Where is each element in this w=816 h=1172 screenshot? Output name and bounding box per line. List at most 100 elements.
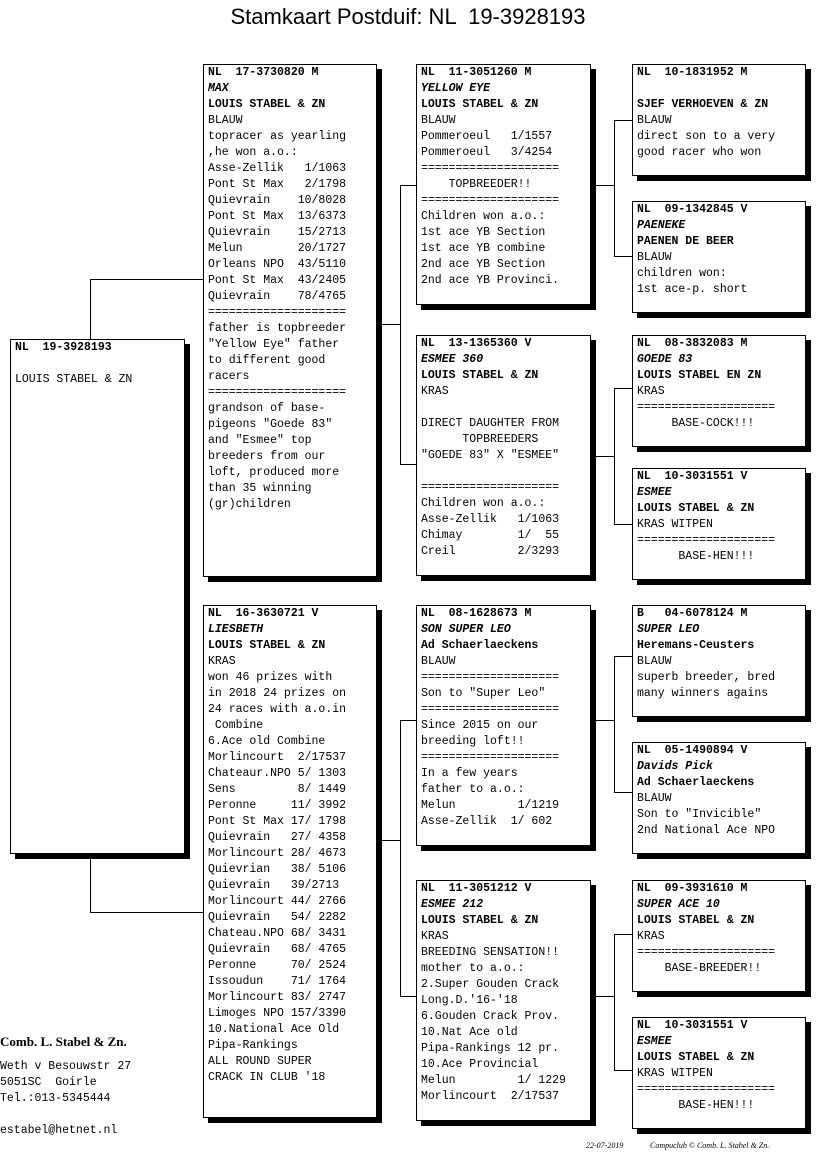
info-line: 6.Ace old Combine bbox=[208, 735, 326, 748]
info-line: TOPBREEDER!! bbox=[421, 178, 532, 191]
breeder-name: Heremans-Ceusters bbox=[637, 639, 755, 652]
info-line: many winners agains bbox=[637, 687, 769, 700]
info-line: father to a.o.: bbox=[421, 783, 525, 796]
info-line: TOPBREEDERS bbox=[421, 433, 539, 446]
ring-number: NL 05-1490894 V bbox=[637, 744, 748, 757]
info-line: Morlincourt 2/17537 bbox=[421, 1090, 560, 1103]
info-line: Asse-Zellik 1/ 602 bbox=[421, 815, 553, 828]
info-line: Melun 20/1727 bbox=[208, 242, 347, 255]
ring-number: NL 19-3928193 bbox=[15, 341, 112, 354]
info-line: 1st ace YB combine bbox=[421, 242, 546, 255]
pigeon-name: ESMEE 360 bbox=[421, 353, 484, 366]
info-line: Creil 2/3293 bbox=[421, 545, 560, 558]
info-line: ==================== bbox=[421, 671, 560, 684]
info-line: ==================== bbox=[421, 481, 560, 494]
ring-number: NL 10-1831952 M bbox=[637, 66, 748, 79]
info-line bbox=[421, 400, 590, 416]
info-line: Peronne 70/ 2524 bbox=[208, 959, 347, 972]
footer-address: Weth v Besouwstr 27 bbox=[0, 1060, 132, 1073]
info-line: BASE-HEN!!! bbox=[637, 550, 755, 563]
breeder-name: Ad Schaerlaeckens bbox=[421, 639, 539, 652]
footer-email[interactable]: estabel@hetnet.nl bbox=[0, 1124, 118, 1137]
info-line: Orleans NPO 43/5110 bbox=[208, 258, 347, 271]
info-line: grandson of base- bbox=[208, 402, 326, 415]
connector bbox=[614, 120, 632, 121]
footer-phone: Tel.:013-5345444 bbox=[0, 1092, 111, 1105]
connector bbox=[400, 720, 417, 721]
breeder-name: PAENEN DE BEER bbox=[637, 235, 734, 248]
info-line: mother to a.o.: bbox=[421, 962, 525, 975]
info-line: KRAS WITPEN bbox=[637, 1067, 713, 1080]
info-line: ==================== bbox=[208, 386, 347, 399]
info-line: topracer as yearling bbox=[208, 130, 347, 143]
info-line: BLAUW bbox=[421, 114, 456, 127]
breeder-name: LOUIS STABEL & ZN bbox=[421, 98, 539, 111]
info-line: Pont St Max 2/1798 bbox=[208, 178, 347, 191]
info-line: BLAUW bbox=[421, 655, 456, 668]
info-line: to different good bbox=[208, 354, 326, 367]
info-line: Pont St Max 43/2405 bbox=[208, 274, 347, 287]
info-line: BLAUW bbox=[637, 114, 672, 127]
info-line: Morlincourt 28/ 4673 bbox=[208, 847, 347, 860]
info-line: KRAS bbox=[421, 930, 449, 943]
info-line: breeding loft!! bbox=[421, 735, 525, 748]
info-line: 6.Gouden Crack Prov. bbox=[421, 1010, 560, 1023]
info-line: Pipa-Rankings bbox=[208, 1039, 298, 1052]
info-line: and "Esmee" top bbox=[208, 434, 312, 447]
info-line: 2nd National Ace NPO bbox=[637, 824, 776, 837]
info-line: Quievrain 68/ 4765 bbox=[208, 943, 347, 956]
pigeon-name bbox=[637, 81, 805, 97]
info-line: Children won a.o.: bbox=[421, 497, 546, 510]
ring-number: NL 10-3031551 V bbox=[637, 1019, 748, 1032]
info-line: ,he won a.o.: bbox=[208, 146, 298, 159]
info-line: BASE-COCK!!! bbox=[637, 417, 755, 430]
info-line: good racer who won bbox=[637, 146, 762, 159]
info-line: KRAS bbox=[208, 655, 236, 668]
info-line: BASE-HEN!!! bbox=[637, 1099, 755, 1112]
connector bbox=[400, 720, 401, 996]
breeder-name: LOUIS STABEL & ZN bbox=[637, 914, 755, 927]
connector bbox=[400, 996, 417, 997]
info-line: ==================== bbox=[637, 401, 776, 414]
info-line: 10.Nat Ace old bbox=[421, 1026, 518, 1039]
pigeon-name: ESMEE bbox=[637, 486, 672, 499]
info-line: Quievrain 27/ 4358 bbox=[208, 831, 347, 844]
connector bbox=[90, 854, 91, 912]
info-line: BLAUW bbox=[637, 251, 672, 264]
ring-number: B 04-6078124 M bbox=[637, 607, 748, 620]
info-line: KRAS WITPEN bbox=[637, 518, 713, 531]
connector bbox=[614, 388, 632, 389]
pigeon-name: GOEDE 83 bbox=[637, 353, 693, 366]
info-line: ==================== bbox=[208, 306, 347, 319]
breeder-name: LOUIS STABEL EN ZN bbox=[637, 369, 762, 382]
info-line: Combine bbox=[208, 719, 264, 732]
info-line: 10.Ace Provincial bbox=[421, 1058, 539, 1071]
info-line: ==================== bbox=[421, 162, 560, 175]
info-line: LOUIS STABEL & ZN bbox=[15, 373, 133, 386]
info-line: Quievrain 78/4765 bbox=[208, 290, 347, 303]
info-line: Quievrian 38/ 5106 bbox=[208, 863, 347, 876]
info-line: 1st ace YB Section bbox=[421, 226, 546, 239]
info-line: Pont St Max 13/6373 bbox=[208, 210, 347, 223]
connector bbox=[382, 324, 400, 325]
pigeon-name: ESMEE bbox=[637, 1035, 672, 1048]
info-line: "GOEDE 83" X "ESMEE" bbox=[421, 449, 560, 462]
info-line: pigeons "Goede 83" bbox=[208, 418, 333, 431]
pigeon-name: SUPER ACE 10 bbox=[637, 898, 720, 911]
info-line: Pipa-Rankings 12 pr. bbox=[421, 1042, 560, 1055]
info-line: Son to "Invicible" bbox=[637, 808, 762, 821]
ring-number: NL 08-1628673 M bbox=[421, 607, 532, 620]
info-line: Melun 1/ 1229 bbox=[421, 1074, 566, 1087]
connector bbox=[614, 934, 632, 935]
info-line: Morlincourt 44/ 2766 bbox=[208, 895, 347, 908]
print-date: 22-07-2019 bbox=[586, 1141, 624, 1150]
info-line: father is topbreeder bbox=[208, 322, 347, 335]
